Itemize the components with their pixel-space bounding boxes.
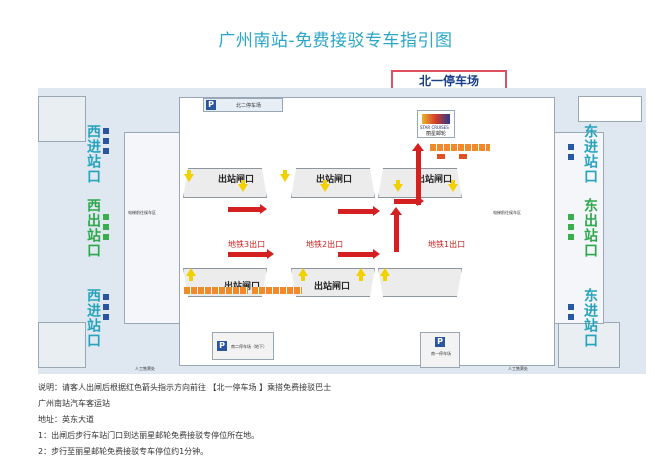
station-hall: [179, 97, 555, 366]
right-outer-block-bottom: [558, 322, 620, 368]
south2-parking-block[interactable]: P 南二停车场（地下）: [212, 332, 274, 360]
gate-number-marker: [103, 128, 109, 134]
bus-icon: [459, 154, 467, 159]
exit-gate-top-right-label: 出站闸口: [416, 175, 453, 185]
yellow-arrow-icon: [380, 268, 390, 281]
south2-parking-label: 南二停车场（地下）: [231, 344, 267, 349]
station-map: P 北二停车场 STAR CRUISES 丽星邮轮 出站闸口 出站闸口 出站闸口…: [38, 88, 646, 374]
west-entrance-bottom: 西进站口: [85, 288, 101, 348]
gate-number-marker: [103, 138, 109, 144]
gate-number-marker: [103, 304, 109, 310]
gate-number-marker: [103, 234, 109, 240]
parking-icon: P: [217, 341, 227, 351]
yellow-arrow-icon: [356, 268, 366, 281]
gate-number-marker: [568, 304, 574, 310]
instruction-line-5: 2：步行至丽星邮轮免费接驳专车停位约1分钟。: [38, 447, 209, 456]
bus-row-bottom-mid: [252, 287, 302, 294]
left-shuttle-label: 电梯前往候车区: [128, 210, 156, 215]
gate-number-marker: [103, 214, 109, 220]
red-arrow-icon: [338, 206, 380, 216]
right-outer-block-top: [578, 96, 642, 122]
left-outer-block-top: [38, 96, 86, 142]
right-shuttle-label: 电梯前往候车区: [493, 210, 521, 215]
gate-number-marker: [568, 234, 574, 240]
parking-icon: P: [435, 337, 445, 347]
south1-parking-label: 南一停车场: [431, 351, 451, 356]
right-corridor: [554, 132, 604, 324]
exit-gate-top-left: [183, 168, 267, 198]
south1-parking-block[interactable]: P 南一停车场: [420, 332, 460, 368]
logo-icon: STAR CRUISES 丽星邮轮: [417, 110, 455, 138]
gate-number-marker: [103, 224, 109, 230]
logo-text: 丽星邮轮: [426, 131, 447, 137]
left-outer-block-bottom: [38, 322, 86, 368]
exit-gate-bottom-right: [378, 268, 462, 297]
yellow-arrow-icon: [280, 170, 290, 182]
exit-gate-bottom-mid-label: 出站闸口: [314, 282, 351, 292]
red-arrow-icon: [228, 204, 267, 214]
east-exit: 东出站口: [582, 198, 598, 258]
parking-icon: P: [206, 100, 216, 110]
yellow-arrow-icon: [238, 180, 248, 192]
bus-row-top: [430, 144, 490, 151]
gate-number-marker: [103, 314, 109, 320]
page-title: 广州南站-免费接驳专车指引图: [218, 31, 453, 51]
exit-gate-top-left-label: 出站闸口: [218, 175, 255, 185]
gate-number-marker: [568, 154, 574, 160]
gate-number-marker: [103, 294, 109, 300]
gate-number-marker: [568, 224, 574, 230]
metro-exit-3-label: 地铁3出口: [228, 240, 266, 249]
red-arrow-icon: [412, 143, 424, 205]
yellow-arrow-icon: [393, 180, 403, 192]
logo-en-text: STAR CRUISES: [420, 125, 449, 130]
gate-number-marker: [568, 314, 574, 320]
red-arrow-icon: [394, 196, 424, 206]
yellow-arrow-icon: [184, 170, 194, 182]
instruction-line-2: 广州南站汽车客运站: [38, 399, 110, 408]
exit-gate-top-mid-label: 出站闸口: [316, 175, 353, 185]
yellow-arrow-icon: [320, 180, 330, 192]
instruction-line-3: 地址：英东大道: [38, 415, 94, 424]
west-exit: 西出站口: [85, 198, 101, 258]
left-corridor: [124, 132, 180, 324]
exit-gate-top-mid: [291, 168, 375, 198]
north2-parking-label: 北二停车场: [236, 103, 262, 109]
bus-row-bottom-left: [184, 287, 248, 294]
yellow-arrow-icon: [448, 180, 458, 192]
metro-exit-2-label: 地铁2出口: [306, 240, 344, 249]
gate-number-marker: [103, 148, 109, 154]
gate-number-marker: [568, 144, 574, 150]
gate-number-marker: [568, 214, 574, 220]
yellow-arrow-icon: [298, 268, 308, 281]
red-arrow-icon: [338, 249, 380, 259]
north2-parking-strip[interactable]: P 北二停车场: [203, 98, 283, 112]
red-arrow-icon: [228, 249, 274, 259]
service-right-label: 人工售票处: [508, 366, 528, 371]
east-entrance-top: 东进站口: [582, 124, 598, 184]
yellow-arrow-icon: [186, 268, 196, 281]
instruction-line-1: 说明：请客人出闸后根据红色箭头指示方向前往 【北一停车场 】乘搭免费接驳巴士: [38, 383, 332, 392]
red-arrow-icon: [390, 207, 402, 252]
instruction-line-4: 1：出闸后步行车站门口到达丽星邮轮免费接驳专停位所在地。: [38, 431, 260, 440]
east-entrance-bottom: 东进站口: [582, 288, 598, 348]
metro-exit-1-label: 地铁1出口: [428, 240, 466, 249]
west-entrance-top: 西进站口: [85, 124, 101, 184]
bus-icon: [437, 154, 445, 159]
service-left-label: 人工售票处: [135, 366, 155, 371]
